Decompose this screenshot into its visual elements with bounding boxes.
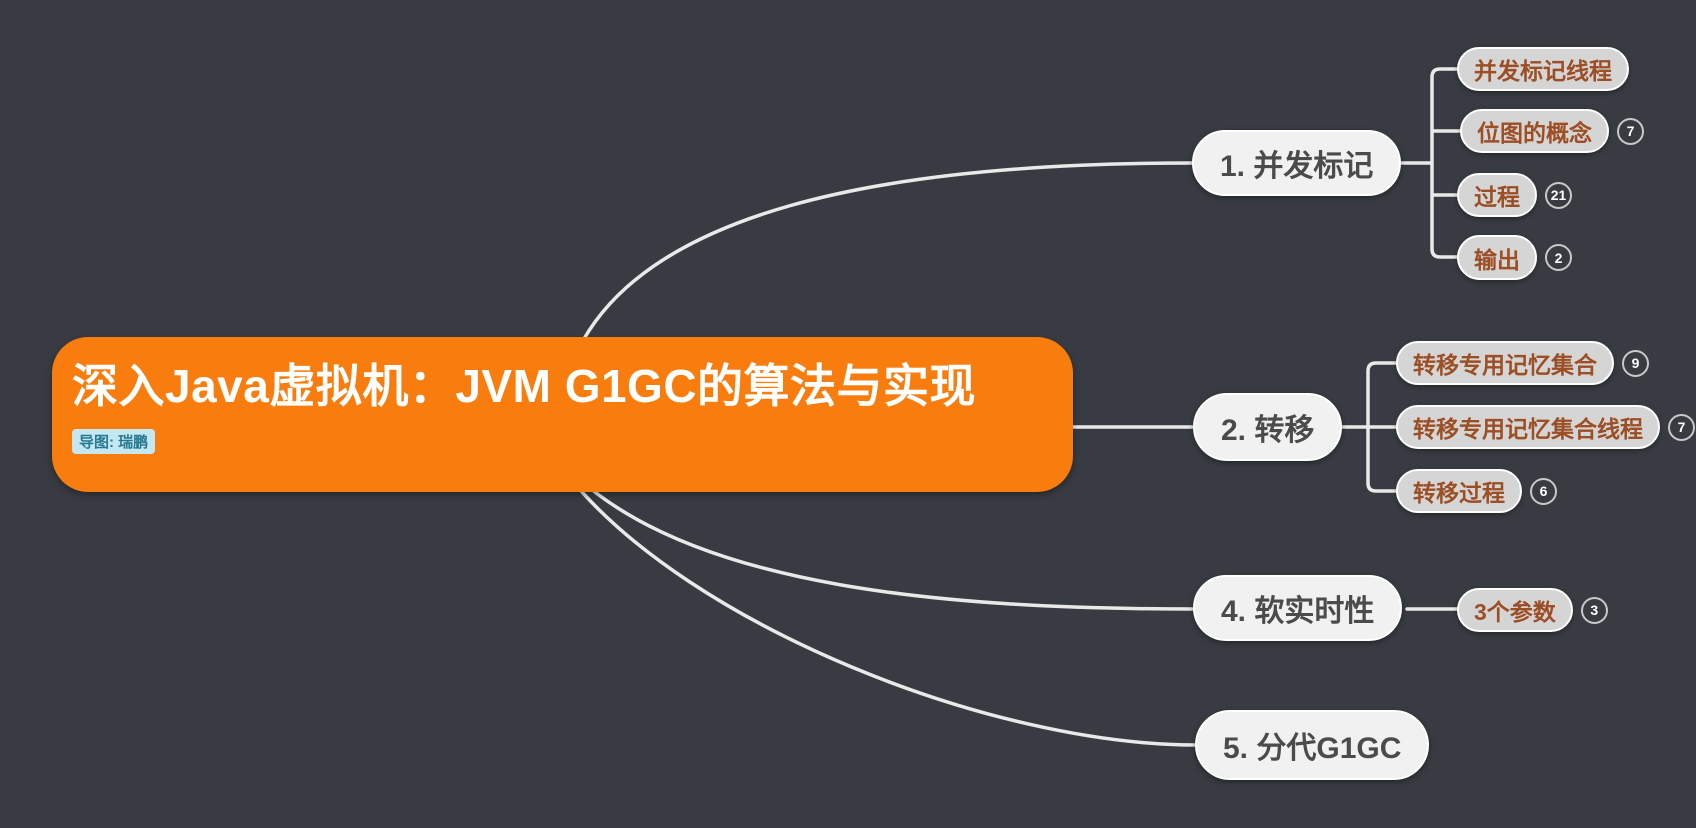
collapsed-children-count-badge[interactable]: 6 xyxy=(1530,477,1557,505)
subtopic-row-1-3: 过程 21 xyxy=(1457,173,1572,217)
subtopic-1-2[interactable]: 位图的概念 xyxy=(1460,109,1609,153)
subtopic-2-2[interactable]: 转移专用记忆集合线程 xyxy=(1396,405,1660,449)
collapsed-children-count-badge[interactable]: 9 xyxy=(1622,349,1649,377)
collapsed-children-count-badge[interactable]: 3 xyxy=(1580,596,1608,624)
subtopic-row-1-1: 并发标记线程 xyxy=(1457,47,1629,91)
branch-topic-5[interactable]: 5. 分代G1GC xyxy=(1195,710,1430,780)
edge-central-to-branch-1 xyxy=(576,161,1194,352)
central-topic-title: 深入Java虚拟机：JVM G1GC的算法与实现 xyxy=(72,360,977,412)
edge-central-to-branch-4 xyxy=(576,476,1194,611)
collapsed-children-count-badge[interactable]: 21 xyxy=(1545,181,1572,209)
collapsed-children-count-badge[interactable]: 2 xyxy=(1545,244,1572,271)
author-tag: 导图: 瑞鹏 xyxy=(72,429,156,455)
subtopic-2-1[interactable]: 转移专用记忆集合 xyxy=(1396,341,1614,385)
subtopic-1-1[interactable]: 并发标记线程 xyxy=(1457,47,1629,91)
branch-topic-1[interactable]: 1. 并发标记 xyxy=(1192,130,1402,196)
edge-central-to-branch-5 xyxy=(568,476,1198,747)
subtopic-1-3[interactable]: 过程 xyxy=(1457,173,1537,217)
subtopic-row-2-3: 转移过程 6 xyxy=(1396,469,1557,513)
subtopic-4-1[interactable]: 3个参数 xyxy=(1457,588,1573,632)
subtopic-row-1-4: 输出 2 xyxy=(1457,235,1572,280)
central-topic[interactable]: 深入Java虚拟机：JVM G1GC的算法与实现 导图: 瑞鹏 xyxy=(52,337,1073,492)
subtopic-row-1-2: 位图的概念 7 xyxy=(1460,109,1644,153)
collapsed-children-count-badge[interactable]: 7 xyxy=(1668,413,1695,441)
branch-topic-2[interactable]: 2. 转移 xyxy=(1193,393,1343,461)
subtopic-2-3[interactable]: 转移过程 xyxy=(1396,469,1522,513)
subtopic-row-2-1: 转移专用记忆集合 9 xyxy=(1396,341,1649,385)
subtopic-1-4[interactable]: 输出 xyxy=(1457,235,1537,280)
edges-branch-1-children xyxy=(1396,67,1464,259)
collapsed-children-count-badge[interactable]: 7 xyxy=(1617,117,1644,145)
branch-topic-4[interactable]: 4. 软实时性 xyxy=(1193,575,1403,641)
subtopic-row-2-2: 转移专用记忆集合线程 7 xyxy=(1396,405,1695,449)
edges-branch-2-children xyxy=(1341,361,1399,493)
